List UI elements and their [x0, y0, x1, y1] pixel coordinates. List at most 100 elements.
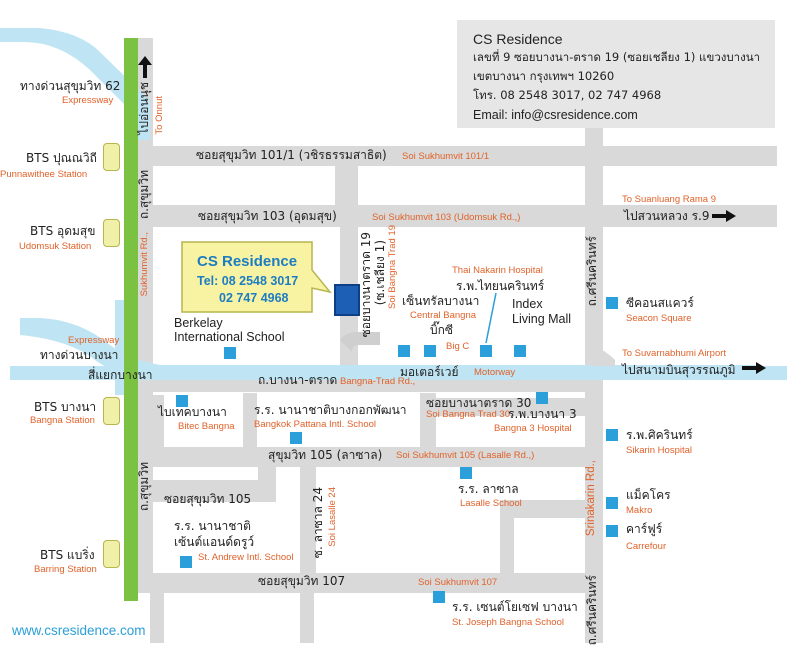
- label-lasalle-th: ร.ร. ลาซาล: [458, 482, 519, 496]
- label-bts-udomsuk-en: Udomsuk Station: [19, 241, 92, 252]
- index-marker[interactable]: [514, 345, 526, 357]
- road-lasalle-to-107: [514, 500, 590, 518]
- label-bangna-trad-th: ถ.บางนา-ตราด: [258, 373, 338, 387]
- label-berkeley-2: International School: [174, 330, 285, 344]
- label-bangna-junction: สี่แยกบางนา: [88, 368, 153, 382]
- label-bigc-en: Big C: [446, 341, 470, 352]
- label-index-1: Index: [512, 297, 543, 311]
- label-bitec-th: ไบเทคบางนา: [158, 405, 227, 419]
- label-thainakarin-th: ร.พ.ไทยนครินทร์: [456, 279, 545, 293]
- label-carrefour-th: คาร์ฟูร์: [626, 522, 663, 536]
- label-standrew-th-1: ร.ร. นานาชาติ: [174, 519, 251, 533]
- label-srinakarin-th-2: ถ.ศรีนครินทร์: [585, 575, 599, 645]
- callout-tel-2: 02 747 4968: [219, 291, 289, 305]
- label-standrew-en: St. Andrew Intl. School: [198, 552, 294, 563]
- bts-bangna-marker[interactable]: [103, 397, 120, 425]
- road-soi-107-v: [150, 592, 164, 643]
- label-seacon-en: Seacon Square: [626, 313, 692, 324]
- label-bts-punnawithi-en: Punnawithee Station: [0, 170, 88, 180]
- standrew-marker[interactable]: [180, 556, 192, 568]
- label-to-onnut-th: ไปอ่อนนุช: [137, 82, 151, 135]
- label-srinakarin-th: ถ.ศรีนครินทร์: [585, 236, 599, 307]
- label-soi-107-en: Soi Sukhumvit 107: [418, 577, 498, 588]
- label-bangna3-en: Bangna 3 Hospital: [494, 423, 572, 434]
- website-link[interactable]: www.csresidence.com: [12, 623, 146, 638]
- thainakarin-marker[interactable]: [480, 345, 492, 357]
- label-expressway-bangna-th: ทางด่วนบางนา: [40, 348, 119, 362]
- road-left-101-v: [335, 146, 351, 226]
- road-sukhumvit-vertical: [137, 38, 153, 593]
- label-lasalle-en: Lasalle School: [460, 498, 522, 509]
- road-soi-107-v2: [500, 500, 514, 575]
- label-sikarin-th: ร.พ.ศิครินทร์: [626, 428, 693, 442]
- label-to-onnut-en: To Onnut: [154, 96, 165, 135]
- label-soi-105-th-2: ซอยสุขุมวิท 105: [164, 492, 252, 506]
- seacon-marker[interactable]: [606, 297, 618, 309]
- label-standrew-th-2: เซ้นต์แอนด์ดรูว์: [174, 535, 255, 549]
- label-soi-bangna-19-en: Soi Bangna Trad 19: [387, 225, 398, 309]
- road-bitec-vertical: [150, 395, 164, 455]
- info-address-2: เขตบางนา กรุงเทพฯ 10260: [473, 69, 615, 83]
- label-soi-105-en: Soi Sukhumvit 105 (Lasalle Rd.,): [396, 450, 535, 461]
- label-expressway-bangna-en: Expressway: [68, 335, 120, 346]
- label-sikarin-en: Sikarin Hospital: [626, 445, 692, 456]
- road-top-connector: [585, 128, 603, 148]
- label-sukhumvit-th: ถ.สุขุมวิท: [137, 170, 151, 220]
- label-soi-bangna-19-th2: (ซ.เชลียง 1): [373, 240, 387, 306]
- label-to-suanluang-en: To Suanluang Rama 9: [622, 194, 717, 205]
- label-soi-bangna-30-en: Soi Bangna Trad 30: [426, 409, 510, 420]
- label-soi-101-1-en: Soi Sukhumvit 101/1: [402, 151, 490, 162]
- label-motorway-th: มอเตอร์เวย์: [400, 365, 459, 379]
- carrefour-marker[interactable]: [606, 525, 618, 537]
- label-soi-101-1-th: ซอยสุขุมวิท 101/1 (วชิรธรรมสาธิต): [196, 148, 387, 162]
- label-soi-bangna-19-th: ซอยบางนาตราด 19: [359, 232, 373, 338]
- arrow-right-suanluang-icon: [712, 210, 736, 222]
- road-right-101: [603, 146, 777, 166]
- info-name: CS Residence: [473, 31, 563, 47]
- label-soi-bangna-30-th: ซอยบางนาตราด 30: [426, 396, 532, 410]
- label-bangkokpattana-th: ร.ร. นานาชาติบางกอกพัฒนา: [254, 403, 407, 417]
- label-index-2: Living Mall: [512, 312, 572, 326]
- bts-bearing-marker[interactable]: [103, 540, 120, 568]
- label-makro-en: Makro: [626, 505, 653, 516]
- sikarin-marker[interactable]: [606, 429, 618, 441]
- soi19-curve: [340, 332, 380, 352]
- callout-tel-1: Tel: 08 2548 3017: [197, 274, 299, 288]
- label-srinakarin-en: Srinakarin Rd.,: [585, 460, 597, 537]
- road-soi-105-diag: [258, 447, 276, 502]
- label-carrefour-en: Carrefour: [626, 541, 667, 552]
- srinakarin-curve: [585, 345, 615, 366]
- central-marker[interactable]: [398, 345, 410, 357]
- lasalle-marker[interactable]: [460, 467, 472, 479]
- bts-udomsuk-marker[interactable]: [103, 219, 120, 247]
- bitec-marker[interactable]: [176, 395, 188, 407]
- label-to-suanluang-th: ไปสวนหลวง ร.9: [624, 209, 710, 223]
- stjoseph-marker[interactable]: [433, 591, 445, 603]
- info-email[interactable]: Email: info@csresidence.com: [473, 108, 638, 122]
- bts-punnawithi-marker[interactable]: [103, 143, 120, 171]
- cs-residence-marker[interactable]: [334, 284, 360, 316]
- bangna3-marker[interactable]: [536, 392, 548, 404]
- label-bts-punnawithi-th: BTS ปุณณวิถี: [26, 151, 97, 165]
- label-bts-bearing-en: Barring Station: [34, 564, 97, 575]
- road-bottom-connector: [300, 592, 314, 643]
- road-right-to-suanluang: [603, 205, 777, 227]
- bangkokpattana-marker[interactable]: [290, 432, 302, 444]
- makro-marker[interactable]: [606, 497, 618, 509]
- label-lasalle-24-en: Soi Lasalle 24: [327, 487, 338, 547]
- info-phone: โทร. 08 2548 3017, 02 747 4968: [473, 88, 662, 102]
- bts-line: [124, 38, 138, 601]
- info-box: CS Residence เลขที่ 9 ซอยบางนา-ตราด 19 (…: [457, 20, 775, 128]
- label-bts-bearing-th: BTS แบริ่ง: [40, 548, 95, 562]
- label-soi-105-th: สุขุมวิท 105 (ลาซาล): [268, 448, 383, 462]
- label-to-airport-en: To Suvarnabhumi Airport: [622, 348, 727, 359]
- label-bangna-trad-en: Bangna-Trad Rd.,: [340, 376, 416, 387]
- label-bts-bangna-th: BTS บางนา: [34, 400, 97, 414]
- label-expressway-62-th: ทางด่วนสุขุมวิท 62: [20, 79, 121, 93]
- label-motorway-en: Motorway: [474, 367, 516, 378]
- label-bts-udomsuk-th: BTS อุดมสุข: [30, 224, 96, 238]
- callout-pointer: [181, 241, 332, 313]
- berkeley-marker[interactable]: [224, 347, 236, 359]
- thainakarin-pointer: [485, 293, 497, 344]
- bigc-marker[interactable]: [424, 345, 436, 357]
